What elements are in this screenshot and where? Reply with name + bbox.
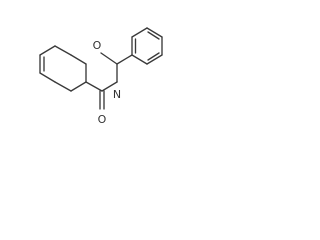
bond-cyclohexene-5 — [39, 45, 56, 56]
bond-benzene-2 — [146, 27, 163, 38]
bond-cyclohexene-2 — [54, 81, 72, 92]
ketone-oxygen-label: O — [98, 113, 107, 126]
amide-oxygen-label-background — [91, 39, 103, 52]
cyclohexene-ring — [39, 45, 87, 92]
bond-cyclohexene-7 — [70, 54, 87, 65]
bond-ring-to-carbonyl — [116, 54, 133, 65]
amide-linkage — [85, 52, 133, 110]
amide-nitrogen-label: N — [113, 88, 121, 101]
bond-benzene-2-inner — [147, 31, 160, 40]
bond-cyclohexene-6 — [54, 45, 72, 56]
benzene-ring — [131, 27, 163, 65]
bond-benzene-4 — [146, 54, 163, 65]
bond-cyclohexene-3 — [39, 72, 56, 83]
bond-carbonyl-to-upper-oxygen — [100, 52, 118, 65]
amide-nitrogen-label-background — [111, 88, 123, 101]
bond-cyclohexene-1 — [70, 81, 87, 92]
bond-carbonyl-to-cyclohexene — [85, 81, 103, 92]
chemical-structure-diagram: O N O — [39, 27, 163, 126]
atom-labels: O N O — [91, 39, 123, 126]
amide-oxygen-label: O — [93, 39, 102, 52]
bond-benzene-5 — [131, 54, 148, 65]
bond-benzene-1 — [131, 27, 148, 38]
bond-nitrogen-to-carbonyl — [101, 81, 118, 92]
ketone-oxygen-label-background — [96, 113, 108, 126]
bond-benzene-4-inner — [147, 52, 160, 61]
